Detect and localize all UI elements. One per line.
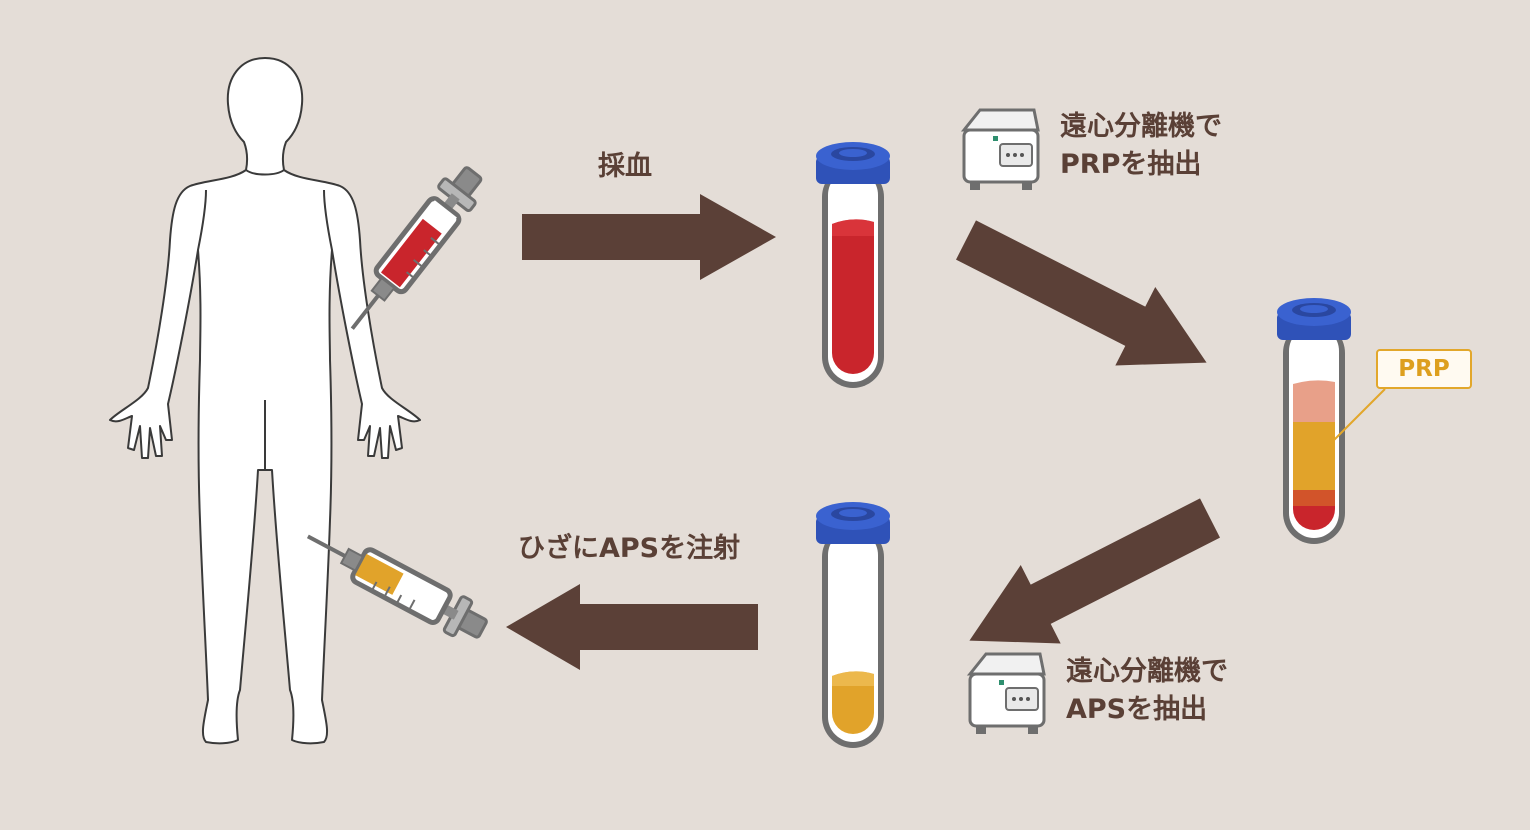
centrifuge-prp-label: 遠心分離機で PRPを抽出 bbox=[1060, 108, 1222, 184]
arrow-icon bbox=[506, 584, 758, 670]
test-tube-icon bbox=[816, 142, 890, 388]
centrifuge-prp-line2: PRPを抽出 bbox=[1060, 149, 1202, 180]
prp-pointer-line bbox=[1333, 388, 1386, 441]
centrifuge-aps-label: 遠心分離機で APSを抽出 bbox=[1066, 653, 1228, 729]
prp-tag: PRP bbox=[1376, 349, 1472, 389]
test-tube-icon bbox=[816, 502, 890, 748]
centrifuge-prp-line1: 遠心分離機で bbox=[1060, 111, 1222, 142]
centrifuge-aps-line1: 遠心分離機で bbox=[1066, 656, 1228, 687]
test-tube-icon bbox=[1277, 298, 1351, 544]
arrow-icon bbox=[522, 194, 776, 280]
syringe-icon bbox=[337, 160, 490, 341]
blood-draw-label: 採血 bbox=[598, 151, 652, 182]
inject-label: ひざにAPSを注射 bbox=[518, 533, 741, 564]
arrow-icon bbox=[969, 498, 1220, 644]
syringe-icon bbox=[298, 519, 492, 647]
human-body-icon bbox=[109, 57, 421, 745]
centrifuge-icon bbox=[962, 108, 1040, 192]
centrifuge-icon bbox=[968, 652, 1046, 736]
arrow-icon bbox=[956, 220, 1207, 366]
centrifuge-aps-line2: APSを抽出 bbox=[1066, 694, 1208, 725]
